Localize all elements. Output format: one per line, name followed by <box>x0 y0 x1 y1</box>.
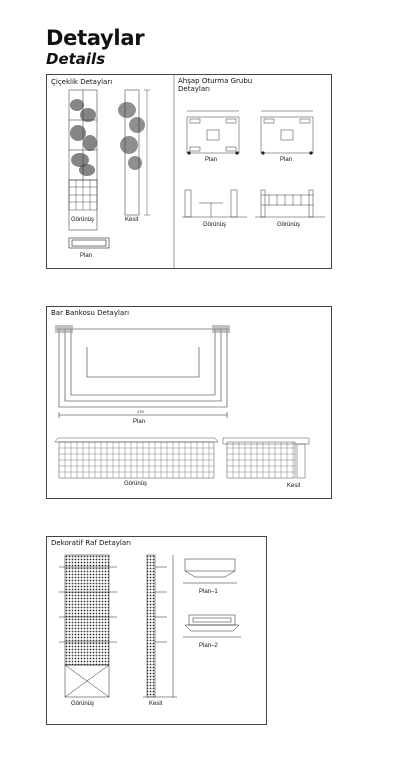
sheet2-dim-total: 170 <box>137 409 144 414</box>
sheet1-label-gorunus-right-2: Görünüş <box>277 222 301 228</box>
sheet1-label-gorunus-right: Görünüş <box>203 222 227 228</box>
sheet3-drawing <box>59 554 241 698</box>
sheet-bar-counter: Bar Bankosu Detayları 170 Plan Görünüş K… <box>46 306 332 499</box>
sheet3-label-kesit: Kesit <box>149 701 163 707</box>
page-subtitle: Details <box>46 50 106 68</box>
sheet2-label-gorunus: Görünüş <box>124 481 148 487</box>
sheet1-drawing <box>68 75 325 268</box>
sheet1-label-plan: Plan <box>80 253 93 259</box>
sheet3-label-gorunus: Görünüş <box>71 701 95 707</box>
sheet1-label-gorunus: Görünüş <box>71 217 95 223</box>
sheet1-label-kesit: Kesit <box>125 217 139 223</box>
sheet2-label-plan: Plan <box>133 419 146 425</box>
sheet1-title-left: Çiçeklik Detayları <box>51 78 113 86</box>
sheet2-drawing <box>54 325 310 479</box>
page-title: Detaylar <box>46 26 145 50</box>
sheet3-title: Dekoratif Raf Detayları <box>51 539 131 547</box>
sheet-decorative-shelf: Dekoratif Raf Detayları Plan–1 Plan–2 Gö… <box>46 536 267 725</box>
sheet1-label-plan-right-1: Plan <box>205 157 218 163</box>
sheet1-label-plan-right-2: Plan <box>280 157 293 163</box>
sheet1-title-right-2: Detayları <box>178 85 210 93</box>
sheet3-label-plan2: Plan–2 <box>199 643 218 649</box>
sheet2-label-kesit: Kesit <box>287 483 301 489</box>
sheet1-title-right-1: Ahşap Oturma Grubu <box>178 77 253 85</box>
sheet3-label-plan1: Plan–1 <box>199 589 218 595</box>
sheet-flower-box-and-seating: Çiçeklik Detayları Ahşap Oturma Grubu De… <box>46 74 332 269</box>
sheet2-title: Bar Bankosu Detayları <box>51 309 130 317</box>
